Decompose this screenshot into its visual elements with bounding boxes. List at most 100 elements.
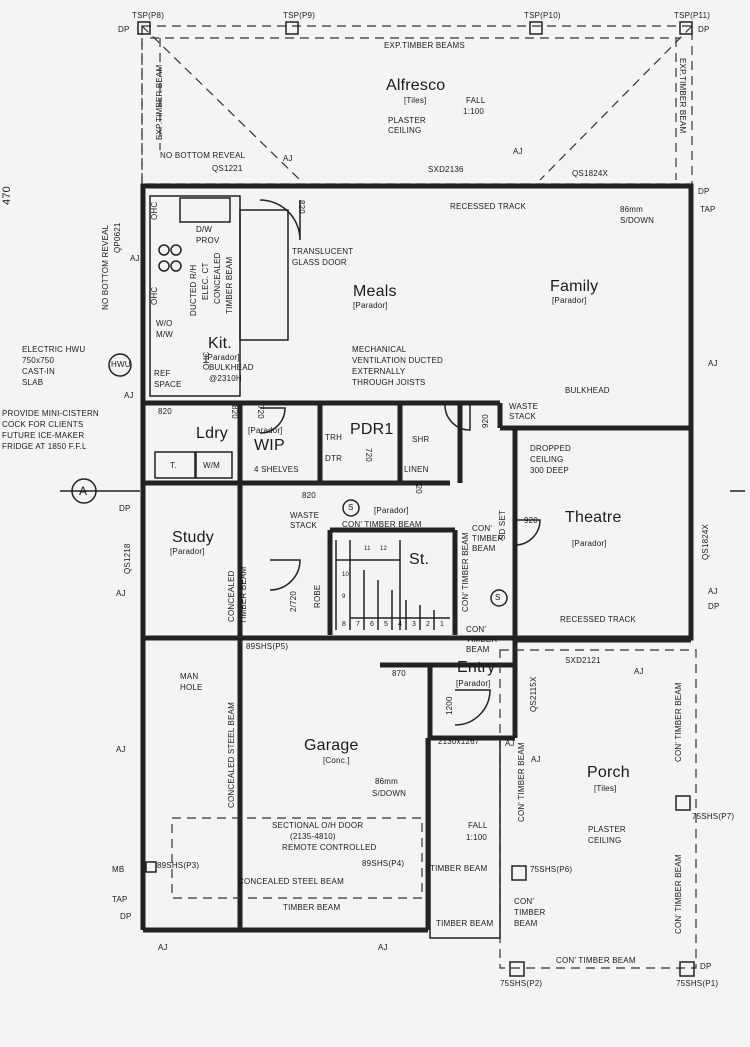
dropped-ceiling: 300 DEEP bbox=[530, 466, 569, 475]
no-bottom-reveal: NO BOTTOM REVEAL bbox=[160, 151, 246, 160]
elec-ct: ELEC. CT bbox=[201, 262, 210, 300]
concealed-timber-beam: TIMBER BEAM bbox=[239, 566, 248, 624]
timber-beam: TIMBER BEAM bbox=[430, 864, 488, 873]
window-qs1824x: QS1824X bbox=[701, 523, 710, 560]
side-number: 470 bbox=[1, 186, 13, 205]
theatre-finish: [Parador] bbox=[572, 539, 607, 548]
cistern-note: PROVIDE MINI-CISTERN bbox=[2, 409, 99, 418]
mb-label: MB bbox=[112, 865, 125, 874]
aj-label: AJ bbox=[283, 154, 293, 163]
pdr-name: PDR1 bbox=[350, 421, 394, 438]
post-p9: TSP(P9) bbox=[283, 11, 316, 20]
post-p5: 89SHS(P5) bbox=[246, 642, 289, 651]
dp-label: DP bbox=[118, 25, 130, 34]
stair-number: 6 bbox=[370, 621, 375, 628]
ref-space: SPACE bbox=[154, 380, 182, 389]
door-720: 720 bbox=[256, 405, 265, 419]
smoke-detector bbox=[490, 589, 508, 607]
stair-treads bbox=[335, 540, 450, 630]
waste-stack: WASTE bbox=[509, 402, 539, 411]
trh-label: TRH bbox=[325, 433, 343, 442]
translucent-door: GLASS DOOR bbox=[292, 258, 347, 267]
door-820: 820 bbox=[158, 407, 172, 416]
con-timber-beam: CON' bbox=[514, 897, 535, 906]
wip-name: WIP bbox=[254, 437, 285, 454]
ref-space: REF bbox=[154, 369, 171, 378]
con-timber-beam: CON' TIMBER BEAM bbox=[674, 854, 683, 934]
no-bottom-reveal-side: NO BOTTOM REVEAL bbox=[101, 224, 110, 310]
linen-label: LINEN bbox=[404, 465, 429, 474]
entry-finish: [Parador] bbox=[456, 679, 491, 688]
con-timber-beam: CON' TIMBER BEAM bbox=[461, 532, 470, 612]
sd-set: SD SET bbox=[498, 509, 507, 540]
door-820: 820 bbox=[302, 491, 316, 500]
waste-stack: STACK bbox=[290, 521, 318, 530]
meals-name: Meals bbox=[353, 283, 397, 300]
bulkhead-label: BULKHEAD bbox=[565, 386, 610, 395]
post-p1: 75SHS(P1) bbox=[676, 979, 719, 988]
porch-outline bbox=[499, 649, 697, 969]
dtr-label: DTR bbox=[325, 454, 343, 463]
porch-ceiling: PLASTER bbox=[588, 825, 626, 834]
kit-finish: [Parador] bbox=[205, 353, 240, 362]
door-sxd2136: SXD2136 bbox=[428, 165, 464, 174]
door-820: 820 bbox=[230, 405, 239, 419]
door-swing bbox=[269, 559, 301, 591]
garage-step: S/DOWN bbox=[372, 789, 407, 798]
alfresco-ceiling: PLASTER bbox=[388, 116, 426, 125]
stair-number: 2 bbox=[426, 621, 431, 628]
stair-number: 7 bbox=[356, 621, 361, 628]
smoke-s: S bbox=[495, 593, 501, 602]
cistern-note: FRIDGE AT 1850 F.F.L bbox=[2, 442, 87, 451]
concealed-steel-beam: CONCEALED STEEL BEAM bbox=[227, 702, 236, 808]
door-1200: 1200 bbox=[445, 696, 454, 715]
window-qs2115x: QS2115X bbox=[529, 676, 538, 713]
garage-name: Garage bbox=[304, 737, 359, 754]
door-swing bbox=[514, 519, 541, 546]
cistern-note: FUTURE ICE-MAKER bbox=[2, 431, 85, 440]
aj-label: AJ bbox=[130, 254, 140, 263]
post-p8: TSP(P8) bbox=[132, 11, 165, 20]
dw-prov: PROV bbox=[196, 236, 220, 245]
aj-label: AJ bbox=[513, 147, 523, 156]
door-2720: 2/720 bbox=[289, 590, 298, 612]
stair-name: St. bbox=[409, 551, 430, 568]
hwu-note: ELECTRIC HWU bbox=[22, 345, 86, 354]
toilet-label: T. bbox=[170, 461, 177, 470]
dropped-ceiling: CEILING bbox=[530, 455, 564, 464]
alfresco-ceiling: CEILING bbox=[388, 126, 422, 135]
porch-fall: FALL bbox=[468, 821, 488, 830]
con-timber-beam: CON' TIMBER BEAM bbox=[674, 682, 683, 762]
porch-ceiling: CEILING bbox=[588, 836, 622, 845]
post-markers bbox=[137, 21, 695, 977]
con-timber-beam: CON' bbox=[472, 524, 493, 533]
door-swing bbox=[259, 407, 286, 434]
timber-beam: TIMBER BEAM bbox=[283, 903, 341, 912]
tap-label: TAP bbox=[700, 205, 716, 214]
study-name: Study bbox=[172, 529, 214, 546]
family-name: Family bbox=[550, 278, 599, 295]
kit-bulkhead-height: @2310H bbox=[209, 374, 242, 383]
aj-label: AJ bbox=[708, 587, 718, 596]
dp-label: DP bbox=[698, 187, 710, 196]
dp-label: DP bbox=[708, 602, 720, 611]
tap-label: TAP bbox=[112, 895, 128, 904]
window-qs1218: QS1218 bbox=[123, 543, 132, 574]
wip-finish: [Parador] bbox=[248, 426, 283, 435]
step-down: 86mm bbox=[620, 205, 644, 214]
stair-number: 8 bbox=[342, 621, 347, 628]
con-timber-beam: TIMBER bbox=[466, 635, 498, 644]
ohc-label: OHC bbox=[150, 286, 159, 305]
wip-shelves: 4 SHELVES bbox=[254, 465, 299, 474]
post-p7: 75SHS(P7) bbox=[692, 812, 735, 821]
stair-number: 12 bbox=[380, 546, 388, 552]
alfresco-diagonal bbox=[141, 25, 301, 181]
door-720: 720 bbox=[414, 480, 423, 494]
con-timber-beam: CON' TIMBER BEAM bbox=[342, 520, 422, 529]
post-p3: 89SHS(P3) bbox=[157, 861, 200, 870]
study-finish: [Parador] bbox=[170, 547, 205, 556]
post-p10: TSP(P10) bbox=[524, 11, 561, 20]
door-swing bbox=[444, 404, 471, 431]
